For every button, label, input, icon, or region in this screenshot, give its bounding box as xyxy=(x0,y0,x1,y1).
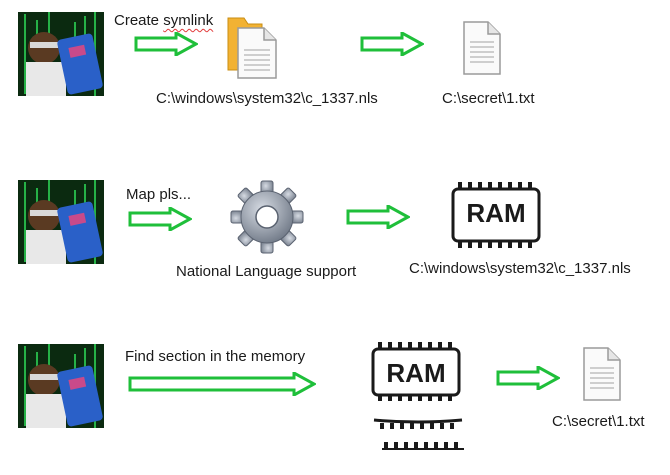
document-icon xyxy=(583,347,621,401)
ram-chip-icon xyxy=(371,342,461,401)
ram-label: RAM xyxy=(466,198,526,228)
ram-fragment-icon xyxy=(373,418,463,429)
hacker-image-row1 xyxy=(18,12,104,96)
step1-instruction-prefix: Create xyxy=(114,12,164,29)
hacker-photo-icon xyxy=(18,12,104,96)
result-document xyxy=(580,346,624,402)
arrow-2a xyxy=(128,207,192,231)
document-icon xyxy=(463,21,501,75)
ram-chip-fragment-bottom xyxy=(382,440,466,452)
step1-target-label: C:\secret\1.txt xyxy=(442,90,535,107)
step1-instruction-word: symlink xyxy=(163,12,214,29)
step1-instruction: Create symlink xyxy=(114,13,213,28)
arrow-icon xyxy=(360,32,424,56)
arrow-1b xyxy=(360,32,424,56)
arrow-icon xyxy=(346,205,410,229)
ram-label: RAM xyxy=(386,358,446,388)
arrow-3b xyxy=(496,366,560,390)
arrow-icon xyxy=(128,207,192,231)
arrow-3a xyxy=(128,372,316,396)
hacker-photo-icon xyxy=(18,180,104,264)
gear-icon xyxy=(230,180,304,254)
step2-instruction: Map pls... xyxy=(126,186,192,203)
hacker-image-row3 xyxy=(18,344,104,428)
folder-icon xyxy=(227,17,277,79)
ram-chip-row2: RAM xyxy=(448,180,544,250)
step1-source-label: C:\windows\system32\c_1337.nls xyxy=(156,90,378,107)
arrow-2b xyxy=(346,205,410,229)
step3-instruction: Find section in the memory xyxy=(125,348,306,365)
arrow-1a xyxy=(134,32,198,56)
step2-gear-label: National Language support xyxy=(176,263,357,280)
hacker-photo-icon xyxy=(18,344,104,428)
target-document xyxy=(460,20,504,76)
hacker-image-row2 xyxy=(18,180,104,264)
ram-chip-fragment-top xyxy=(370,416,466,430)
step2-ram-path-label: C:\windows\system32\c_1337.nls xyxy=(409,260,631,277)
folder-with-doc xyxy=(224,10,280,80)
ram-chip-row3: RAM xyxy=(368,340,464,402)
ram-chip-icon xyxy=(451,182,541,248)
gear xyxy=(230,180,304,254)
arrow-icon xyxy=(134,32,198,56)
ram-fragment-icon xyxy=(382,442,464,450)
arrow-icon xyxy=(496,366,560,390)
arrow-icon xyxy=(128,372,316,396)
step3-result-label: C:\secret\1.txt xyxy=(552,413,645,430)
